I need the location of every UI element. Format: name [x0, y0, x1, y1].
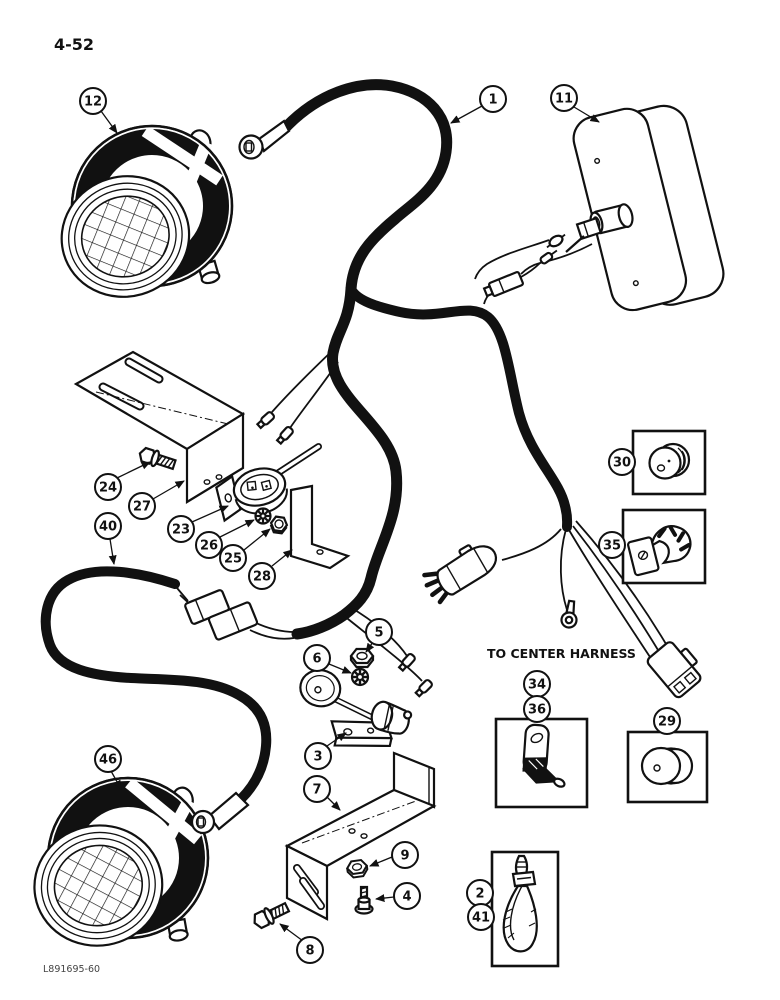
svg-text:9: 9 [400, 849, 409, 864]
flasher-lamp-11 [474, 104, 725, 312]
nut-5 [349, 647, 375, 669]
lock-washer-6 [350, 667, 370, 687]
callout-7: 7 [303, 775, 341, 811]
svg-text:28: 28 [253, 570, 271, 585]
callout-29: 29 [653, 707, 681, 735]
inline-connector [482, 262, 541, 305]
callout-30: 30 [608, 448, 636, 476]
part-box-29 [626, 730, 709, 804]
callout-25: 25 [219, 528, 271, 572]
svg-text:7: 7 [312, 783, 321, 798]
callout-2: 2 [466, 879, 494, 907]
weatherpack-connector [422, 544, 498, 605]
callout-28: 28 [248, 549, 293, 590]
work-lamp-46 [18, 765, 250, 963]
svg-text:25: 25 [224, 552, 242, 567]
svg-text:11: 11 [555, 92, 573, 107]
headlamp-12 [36, 107, 291, 319]
svg-text:12: 12 [84, 95, 102, 110]
svg-text:24: 24 [99, 481, 117, 496]
callout-12: 12 [79, 87, 118, 134]
connector-4pin [646, 641, 702, 699]
ring-terminal [560, 599, 578, 629]
svg-text:26: 26 [200, 539, 218, 554]
callout-46: 46 [94, 745, 122, 790]
figure-code: L891695-60 [43, 964, 100, 975]
page-number: 4-52 [54, 35, 94, 54]
jumper-harness-40 [40, 566, 272, 804]
nut-25 [269, 515, 289, 535]
svg-text:1: 1 [488, 93, 497, 108]
callout-36: 36 [523, 695, 551, 723]
callout-5: 5 [365, 618, 393, 653]
center-harness-branch [422, 520, 702, 699]
part-box-30 [631, 429, 707, 496]
callout-4: 4 [375, 882, 421, 910]
svg-text:8: 8 [305, 944, 314, 959]
callout-9: 9 [369, 841, 419, 869]
bracket-28 [289, 484, 351, 570]
part-box-35 [621, 508, 707, 585]
switch-lead-wires [255, 350, 339, 446]
mounting-bracket-27 [73, 350, 246, 504]
bolt-8 [253, 901, 291, 930]
callout-40: 40 [94, 512, 122, 565]
svg-text:46: 46 [99, 753, 117, 768]
svg-text:4: 4 [402, 890, 411, 905]
svg-text:34: 34 [528, 678, 546, 693]
svg-text:29: 29 [658, 715, 676, 730]
callout-26: 26 [195, 519, 255, 559]
svg-text:5: 5 [374, 626, 383, 641]
lamp-11-socket [589, 203, 634, 235]
callout-35: 35 [598, 531, 626, 559]
svg-text:27: 27 [133, 500, 151, 515]
callout-24: 24 [94, 461, 151, 501]
callout-3: 3 [304, 732, 347, 770]
svg-text:23: 23 [172, 523, 190, 538]
svg-text:36: 36 [528, 703, 546, 718]
part-box-2-41 [490, 850, 560, 968]
svg-text:30: 30 [613, 456, 631, 471]
bolt-4 [354, 885, 374, 915]
harness-connector-pair [176, 587, 296, 641]
lock-washer-26 [254, 507, 272, 525]
svg-text:6: 6 [312, 652, 321, 667]
part-box-36 [494, 717, 589, 809]
svg-text:2: 2 [475, 887, 484, 902]
callout-11: 11 [550, 84, 600, 123]
nut-9 [345, 859, 369, 879]
callout-1: 1 [450, 85, 507, 124]
to-center-harness-label: TO CENTER HARNESS [487, 646, 636, 661]
svg-text:3: 3 [313, 750, 322, 765]
svg-text:35: 35 [603, 539, 621, 554]
callout-6: 6 [303, 644, 352, 674]
harness-end-wires [342, 606, 433, 698]
callout-41: 41 [467, 903, 495, 931]
svg-text:41: 41 [472, 911, 490, 926]
callout-8: 8 [279, 923, 324, 964]
callout-23: 23 [167, 505, 229, 543]
svg-text:40: 40 [99, 520, 117, 535]
bolt-24 [138, 446, 177, 471]
callout-34: 34 [523, 670, 551, 698]
callout-27: 27 [128, 480, 185, 520]
bracket-7 [284, 751, 437, 921]
